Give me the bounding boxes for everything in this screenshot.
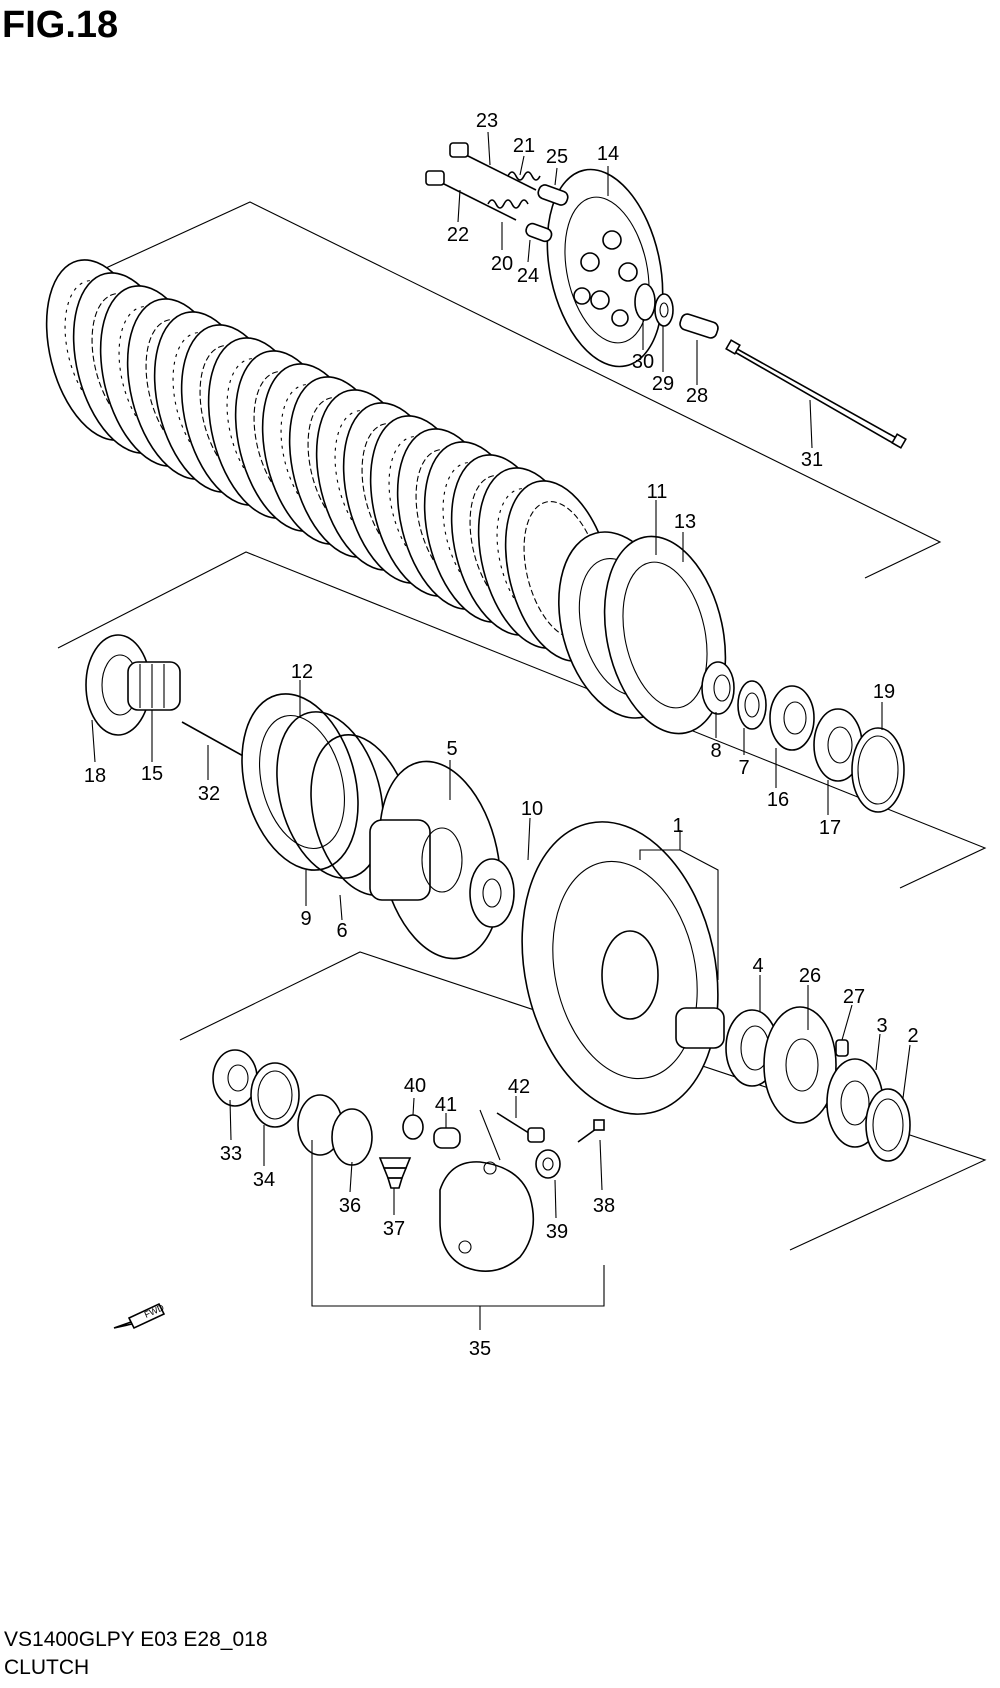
- callout-18: 18: [84, 765, 106, 787]
- callout-24: 24: [517, 265, 539, 287]
- callout-15: 15: [141, 763, 163, 785]
- callout-5: 5: [446, 738, 457, 760]
- callout-25: 25: [546, 146, 568, 168]
- plate-12: [241, 693, 359, 871]
- callout-4: 4: [752, 955, 763, 977]
- ring-9: [276, 711, 384, 879]
- callout-7: 7: [738, 757, 749, 779]
- callout-6: 6: [336, 920, 347, 942]
- ring-34: [250, 1062, 300, 1128]
- callout-12: 12: [291, 661, 313, 683]
- washer-10: [469, 858, 515, 928]
- gear-26: [763, 1006, 837, 1124]
- washer-7: [737, 680, 767, 730]
- primary-driven-gear-5: [369, 760, 502, 960]
- footer-model-code: VS1400GLPY E03 E28_018: [4, 1628, 268, 1651]
- cylinder-body-35: [439, 1161, 535, 1273]
- callout-1: 1: [672, 815, 683, 837]
- callout-9: 9: [300, 908, 311, 930]
- callout-31: 31: [801, 449, 823, 471]
- circlip-2: [865, 1088, 911, 1162]
- bracket-39: [535, 1149, 561, 1179]
- figure-title: FIG.18: [2, 4, 119, 46]
- push-rod: [725, 339, 907, 449]
- clutch-plate-13: [603, 535, 727, 735]
- callout-14: 14: [597, 143, 619, 165]
- bleeder-38: [577, 1119, 605, 1143]
- cam-16: [769, 685, 815, 751]
- clutch-housing-1: [521, 821, 719, 1115]
- callout-42: 42: [508, 1076, 530, 1098]
- callout-34: 34: [253, 1169, 275, 1191]
- callout-26: 26: [799, 965, 821, 987]
- dowel-41: [433, 1127, 461, 1149]
- callout-10: 10: [521, 798, 543, 820]
- footer-section-name: CLUTCH: [4, 1656, 90, 1679]
- callout-36: 36: [339, 1195, 361, 1217]
- callout-38: 38: [593, 1195, 615, 1217]
- bearing-8: [701, 661, 735, 715]
- bolt-42: [496, 1112, 545, 1143]
- callout-35: 35: [469, 1338, 491, 1360]
- callout-37: 37: [383, 1218, 405, 1240]
- callout-19: 19: [873, 681, 895, 703]
- callout-28: 28: [686, 385, 708, 407]
- bearing-15: [127, 661, 181, 711]
- leader-lines: [91, 131, 911, 1330]
- fwd-arrow-icon: FWD: [113, 1302, 166, 1330]
- dowel-40: [402, 1114, 424, 1140]
- pressure-plate: [546, 168, 664, 368]
- callout-17: 17: [819, 817, 841, 839]
- callout-40: 40: [404, 1075, 426, 1097]
- callout-32: 32: [198, 783, 220, 805]
- callout-8: 8: [710, 740, 721, 762]
- callout-13: 13: [674, 511, 696, 533]
- sleeve-4: [675, 1007, 725, 1049]
- key-27: [835, 1039, 849, 1057]
- callout-labels: 1234567891011121314151617181920212223242…: [84, 110, 919, 1360]
- callout-30: 30: [632, 351, 654, 373]
- callout-29: 29: [652, 373, 674, 395]
- callout-21: 21: [513, 135, 535, 157]
- ring-19: [851, 727, 905, 813]
- clutch-springs: [487, 171, 541, 209]
- callout-2: 2: [907, 1025, 918, 1047]
- callout-23: 23: [476, 110, 498, 132]
- clutch-plate-stack: [45, 259, 614, 662]
- pressure-spring-bolts: [425, 142, 537, 221]
- spring-seats: [525, 184, 569, 243]
- callout-33: 33: [220, 1143, 242, 1165]
- spring-37: [378, 1157, 412, 1189]
- callout-39: 39: [546, 1221, 568, 1243]
- piston-36: [297, 1094, 373, 1166]
- callout-11: 11: [647, 481, 668, 503]
- callout-16: 16: [767, 789, 789, 811]
- callout-3: 3: [876, 1015, 887, 1037]
- release-bearing-set: [634, 283, 719, 339]
- callout-27: 27: [843, 986, 865, 1008]
- callout-41: 41: [435, 1094, 457, 1116]
- callout-22: 22: [447, 224, 469, 246]
- callout-20: 20: [491, 253, 513, 275]
